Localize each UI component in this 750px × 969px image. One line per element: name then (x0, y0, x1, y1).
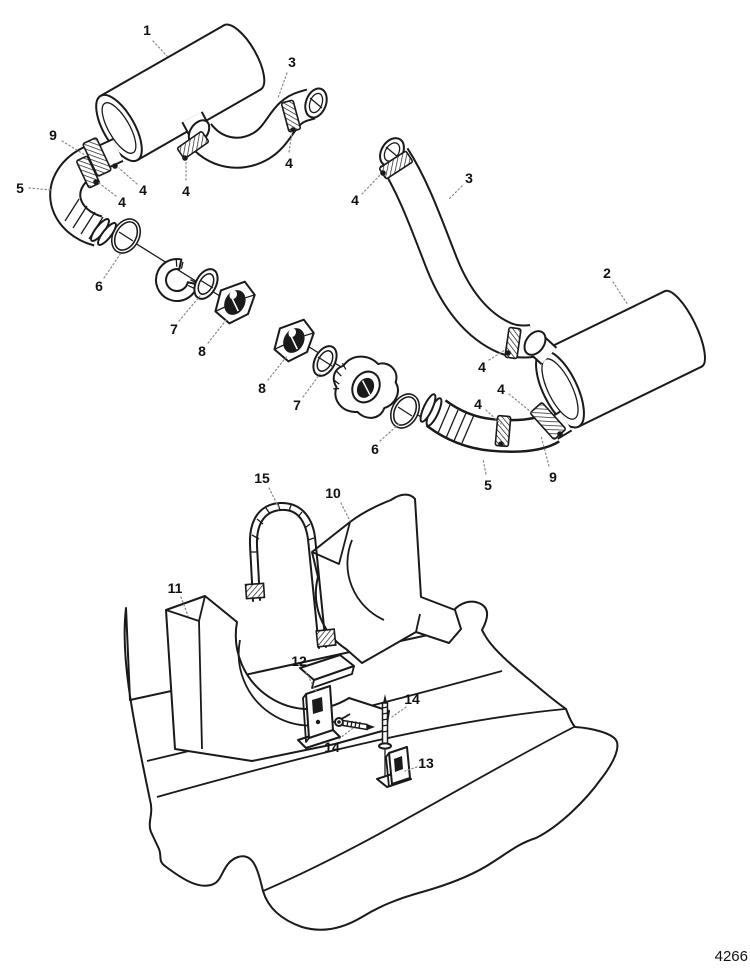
mounting-bracket-13 (376, 746, 412, 788)
clamp-screw (557, 431, 563, 437)
drawing-number: 4266 (715, 948, 748, 965)
callout-leader-4 (485, 409, 502, 425)
callout-leader-2 (612, 281, 629, 306)
hose-clamps (76, 99, 566, 448)
exhaust-assembly (49, 23, 706, 453)
strap-buckle-right (315, 628, 337, 648)
thru-hull-flange (332, 355, 399, 419)
clamp-screw (182, 155, 188, 161)
exhaust-elbow-5-left (49, 145, 117, 247)
callout-leader-14 (391, 706, 407, 718)
left-fitting-chain (110, 218, 256, 325)
exhaust-elbow-5-right (419, 393, 560, 453)
callout-label-7: 7 (170, 321, 178, 337)
callout-leader-5 (28, 187, 53, 191)
clamp-4-hose-long-top (379, 150, 413, 180)
callout-leader-4 (488, 349, 506, 361)
callout-label-4: 4 (182, 183, 190, 199)
callout-label-9: 9 (49, 127, 57, 143)
callout-label-13: 13 (418, 755, 434, 771)
clamp-screw (380, 170, 386, 176)
seal-ring-6-right (389, 393, 421, 429)
callout-leader-7 (302, 373, 321, 398)
callout-label-4: 4 (118, 194, 126, 210)
callout-label-10: 10 (325, 485, 341, 501)
callout-label-8: 8 (258, 380, 266, 396)
clamp-screw (93, 179, 99, 185)
callout-label-8: 8 (198, 343, 206, 359)
callout-label-1: 1 (143, 22, 151, 38)
clamp-4-hose-short-left (176, 131, 210, 159)
callout-label-11: 11 (168, 580, 183, 596)
muffler-2 (535, 289, 706, 429)
callout-leader-8 (267, 355, 288, 381)
lag-screw-14-horizontal (334, 717, 375, 731)
callout-label-4: 4 (139, 182, 147, 198)
callout-leader-3 (277, 72, 288, 99)
callout-label-4: 4 (285, 155, 293, 171)
callout-label-2: 2 (603, 265, 611, 281)
mounting-bracket-12 (297, 685, 341, 749)
callout-leader-8 (207, 318, 228, 344)
callout-leader-15 (268, 487, 280, 509)
callout-label-3: 3 (465, 170, 473, 186)
strap-buckle-left (244, 582, 266, 600)
callout-leader-4 (98, 182, 117, 197)
nut-8-left (214, 280, 256, 325)
callout-leader-9 (540, 435, 550, 467)
mounting-assembly (123, 493, 619, 931)
callout-label-4: 4 (351, 192, 359, 208)
mounting-block-10 (311, 493, 462, 664)
clamp-screw (505, 350, 511, 356)
callout-label-5: 5 (16, 180, 24, 196)
callout-leader-14 (338, 727, 354, 740)
callout-label-4: 4 (478, 359, 486, 375)
callout-leader-11 (180, 596, 189, 617)
callout-label-14: 14 (404, 691, 420, 707)
callout-label-4: 4 (474, 396, 482, 412)
clamp-screw (290, 127, 296, 133)
clamp-4-left-elbow (76, 155, 100, 189)
callout-label-15: 15 (254, 470, 270, 486)
callout-leader-7 (178, 295, 201, 322)
clamp-9-left (82, 137, 112, 177)
callout-label-14: 14 (324, 739, 340, 755)
callout-label-4: 4 (497, 381, 505, 397)
callout-leader-5 (482, 458, 487, 475)
callout-leader-3 (447, 185, 463, 201)
clamp-screw (112, 163, 118, 169)
callout-leader-6 (103, 252, 122, 279)
callout-leader-4 (288, 131, 293, 153)
callout-label-6: 6 (95, 278, 103, 294)
clamp-screw (498, 441, 504, 447)
callout-leader-10 (340, 502, 351, 522)
right-fitting-chain (273, 318, 421, 429)
callout-label-7: 7 (293, 397, 301, 413)
stringer-ledge (299, 654, 355, 689)
callout-leader-1 (152, 40, 168, 57)
nut-8-right (273, 318, 315, 363)
callout-label-6: 6 (371, 441, 379, 457)
clamp-4-right-elbow (494, 414, 512, 448)
callout-leader-9 (61, 140, 86, 156)
retaining-strap-15 (244, 501, 337, 649)
callout-leader-6 (379, 423, 400, 442)
split-collar-7 (155, 258, 199, 302)
callout-leader-12 (305, 671, 317, 692)
callout-label-3: 3 (288, 54, 296, 70)
callout-leader-4 (361, 174, 381, 195)
callout-leader-4 (118, 167, 138, 185)
callout-label-9: 9 (549, 469, 557, 485)
callout-leader-4 (508, 393, 532, 413)
callout-label-5: 5 (484, 477, 492, 493)
callout-label-12: 12 (291, 653, 307, 669)
lag-screw-14-vertical (378, 694, 392, 777)
